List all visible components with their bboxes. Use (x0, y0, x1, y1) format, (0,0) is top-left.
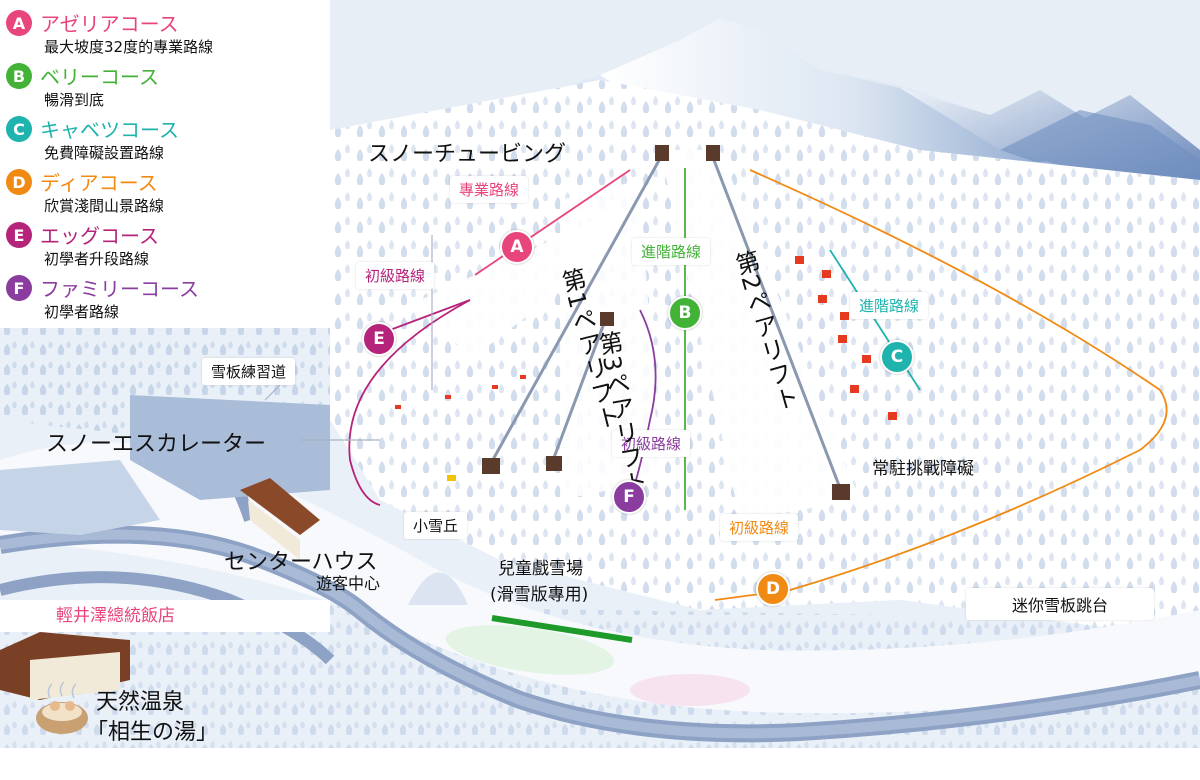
legend-desc-b: 暢滑到底 (44, 91, 105, 109)
course-legend: A アゼリアコース 最大坡度32度的專業路線 B ベリーコース 暢滑到底 C キ… (0, 0, 330, 328)
label-snow-tubing: スノーチュービング (368, 142, 567, 167)
tag-hill: 小雪丘 (404, 512, 468, 539)
legend-desc-e: 初學者升段路線 (44, 250, 150, 268)
label-visitor-center: 遊客中心 (316, 574, 381, 593)
legend-badge-f: F (6, 275, 32, 301)
label-escalator: スノーエスカレーター (46, 432, 267, 457)
tag-course-c: 進階路線 (850, 292, 929, 319)
legend-badge-d: D (6, 169, 32, 195)
legend-desc-a: 最大坡度32度的專業路線 (44, 38, 214, 56)
marker-a: A (500, 230, 534, 264)
marker-b: B (668, 296, 702, 330)
legend-desc-c: 免費障礙設置路線 (44, 144, 165, 162)
marker-f: F (612, 480, 646, 514)
tag-jump: 迷你雪板跳台 (966, 588, 1155, 620)
legend-name-f: ファミリーコース (40, 277, 199, 301)
tag-course-e: 初級路線 (356, 262, 435, 289)
legend-badge-b: B (6, 63, 32, 89)
legend-badge-c: C (6, 116, 32, 142)
legend-name-a: アゼリアコース (40, 12, 179, 36)
legend-name-e: エッグコース (40, 224, 159, 248)
label-obstacles: 常駐挑戰障礙 (872, 459, 974, 479)
tag-course-d: 初級路線 (720, 514, 799, 541)
label-kids-area-note: (滑雪版專用) (490, 585, 589, 605)
label-kids-area: 兒童戲雪場 (498, 559, 583, 579)
legend-badge-e: E (6, 222, 32, 248)
tag-practice: 雪板練習道 (202, 358, 296, 385)
legend-desc-d: 欣賞淺間山景路線 (44, 197, 165, 215)
marker-e: E (362, 322, 396, 356)
label-hotel: 輕井澤總統飯店 (0, 600, 330, 632)
marker-c: C (880, 340, 914, 374)
tag-course-b: 進階路線 (632, 238, 711, 265)
legend-name-c: キャベツコース (40, 118, 179, 142)
tag-course-a: 專業路線 (450, 176, 529, 203)
marker-d: D (756, 572, 790, 606)
legend-name-d: ディアコース (40, 171, 158, 195)
tag-course-f: 初級路線 (612, 430, 691, 457)
legend-badge-a: A (6, 10, 32, 36)
legend-desc-f: 初學者路線 (44, 303, 120, 321)
label-onsen-1: 天然温泉 (96, 690, 185, 715)
label-center-house: センターハウス (224, 550, 378, 575)
label-onsen-2: 「相生の湯」 (86, 720, 219, 745)
legend-name-b: ベリーコース (40, 65, 159, 89)
